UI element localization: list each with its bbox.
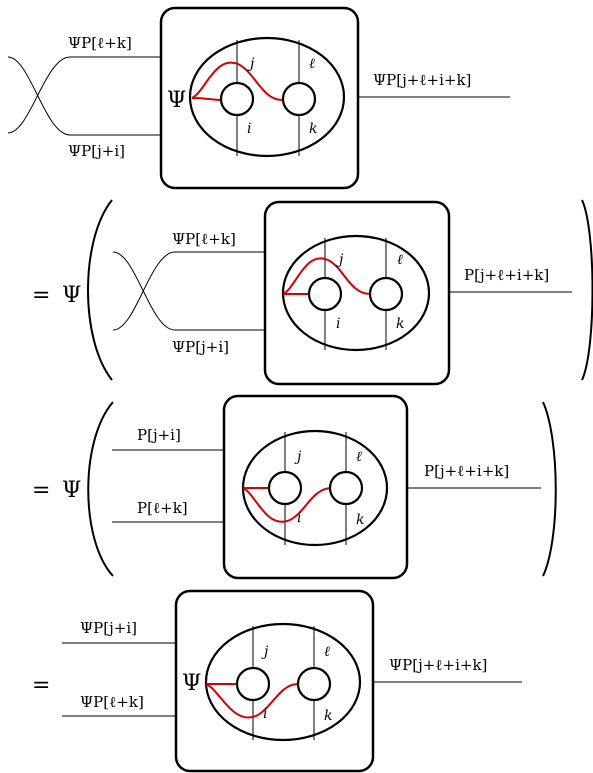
row1-box-psi: Ψ (167, 88, 186, 113)
row2-label-j: j (336, 252, 344, 268)
row2-left-paren (87, 199, 113, 381)
row2-box (263, 200, 451, 386)
row1-right-node (281, 81, 317, 117)
row4-label-j: j (261, 644, 269, 660)
row3-label-k: k (356, 512, 364, 528)
row2-label-i: i (336, 316, 340, 332)
row4-left-node (235, 666, 271, 702)
row4-oval (204, 622, 362, 742)
row3-right-paren (542, 401, 557, 577)
row2-label-k: k (396, 316, 404, 332)
row4-label-i: i (263, 706, 267, 722)
row1-label-k: k (309, 121, 317, 137)
row1-label-j: j (247, 56, 255, 72)
row4-label-k: k (324, 708, 332, 724)
row2-top-label: ΨP[ℓ+k] (172, 230, 236, 248)
row4-top-label: ΨP[j+i] (80, 619, 137, 637)
row1-left-node (219, 81, 255, 117)
row3-box (222, 394, 409, 580)
row2-red-strand (282, 257, 371, 295)
row3-equals: = (32, 478, 50, 503)
row1-label-l: ℓ (309, 56, 315, 72)
row-4: = ΨP[j+i] ΨP[ℓ+k] Ψ j i ℓ k ΨP[j+ℓ+i+k] (32, 589, 522, 773)
row-2: = Ψ ΨP[ℓ+k] ΨP[j+i] j i ℓ k P[j+ℓ+i+k] (32, 199, 593, 386)
row1-bottom-label: ΨP[j+i] (68, 142, 125, 160)
row2-label-l: ℓ (397, 252, 403, 268)
row3-left-paren (87, 401, 114, 577)
row3-label-j: j (294, 449, 302, 465)
row4-box-psi: Ψ (182, 671, 201, 696)
row2-output-label: P[j+ℓ+i+k] (464, 266, 549, 284)
row2-psi: Ψ (62, 283, 81, 308)
row1-red-strand (191, 61, 283, 101)
row-3: = Ψ P[j+i] P[ℓ+k] j i ℓ k P[j+ℓ+i+k] (32, 394, 557, 580)
row4-right-node (296, 666, 332, 702)
row2-bottom-label: ΨP[j+i] (172, 338, 229, 356)
row4-box (174, 589, 375, 773)
row4-red-strand (205, 683, 299, 719)
row3-red-strand (242, 487, 333, 523)
row3-output-label: P[j+ℓ+i+k] (424, 462, 509, 480)
row2-crossing-wire-b (112, 251, 264, 331)
row3-label-i: i (297, 510, 301, 526)
row4-bottom-label: ΨP[ℓ+k] (80, 693, 144, 711)
row2-right-paren (581, 199, 593, 381)
row1-top-label: ΨP[ℓ+k] (68, 34, 132, 52)
row3-left-node (267, 470, 303, 506)
row3-top-label: P[j+i] (137, 426, 181, 444)
row3-label-l: ℓ (356, 449, 362, 465)
row2-crossing-wire-a (112, 251, 264, 331)
row1-box (159, 6, 360, 190)
row4-equals: = (32, 673, 50, 698)
row1-output-label: ΨP[j+ℓ+i+k] (373, 71, 471, 89)
row3-bottom-label: P[ℓ+k] (137, 499, 188, 517)
row3-psi: Ψ (62, 478, 81, 503)
row2-equals: = (32, 283, 50, 308)
row1-label-i: i (247, 121, 251, 137)
row3-right-node (328, 470, 364, 506)
row4-output-label: ΨP[j+ℓ+i+k] (389, 656, 487, 674)
row2-left-node (307, 276, 343, 312)
row4-label-l: ℓ (324, 644, 330, 660)
crossing-wire-a (7, 56, 160, 136)
row2-right-node (368, 276, 404, 312)
row1-red-strand-lower (191, 97, 223, 101)
row-1: ΨP[ℓ+k] ΨP[j+i] Ψ j i ℓ k ΨP[j+ℓ+i+k] (7, 6, 510, 190)
crossing-wire-b (7, 56, 160, 134)
row1-oval (188, 36, 346, 158)
